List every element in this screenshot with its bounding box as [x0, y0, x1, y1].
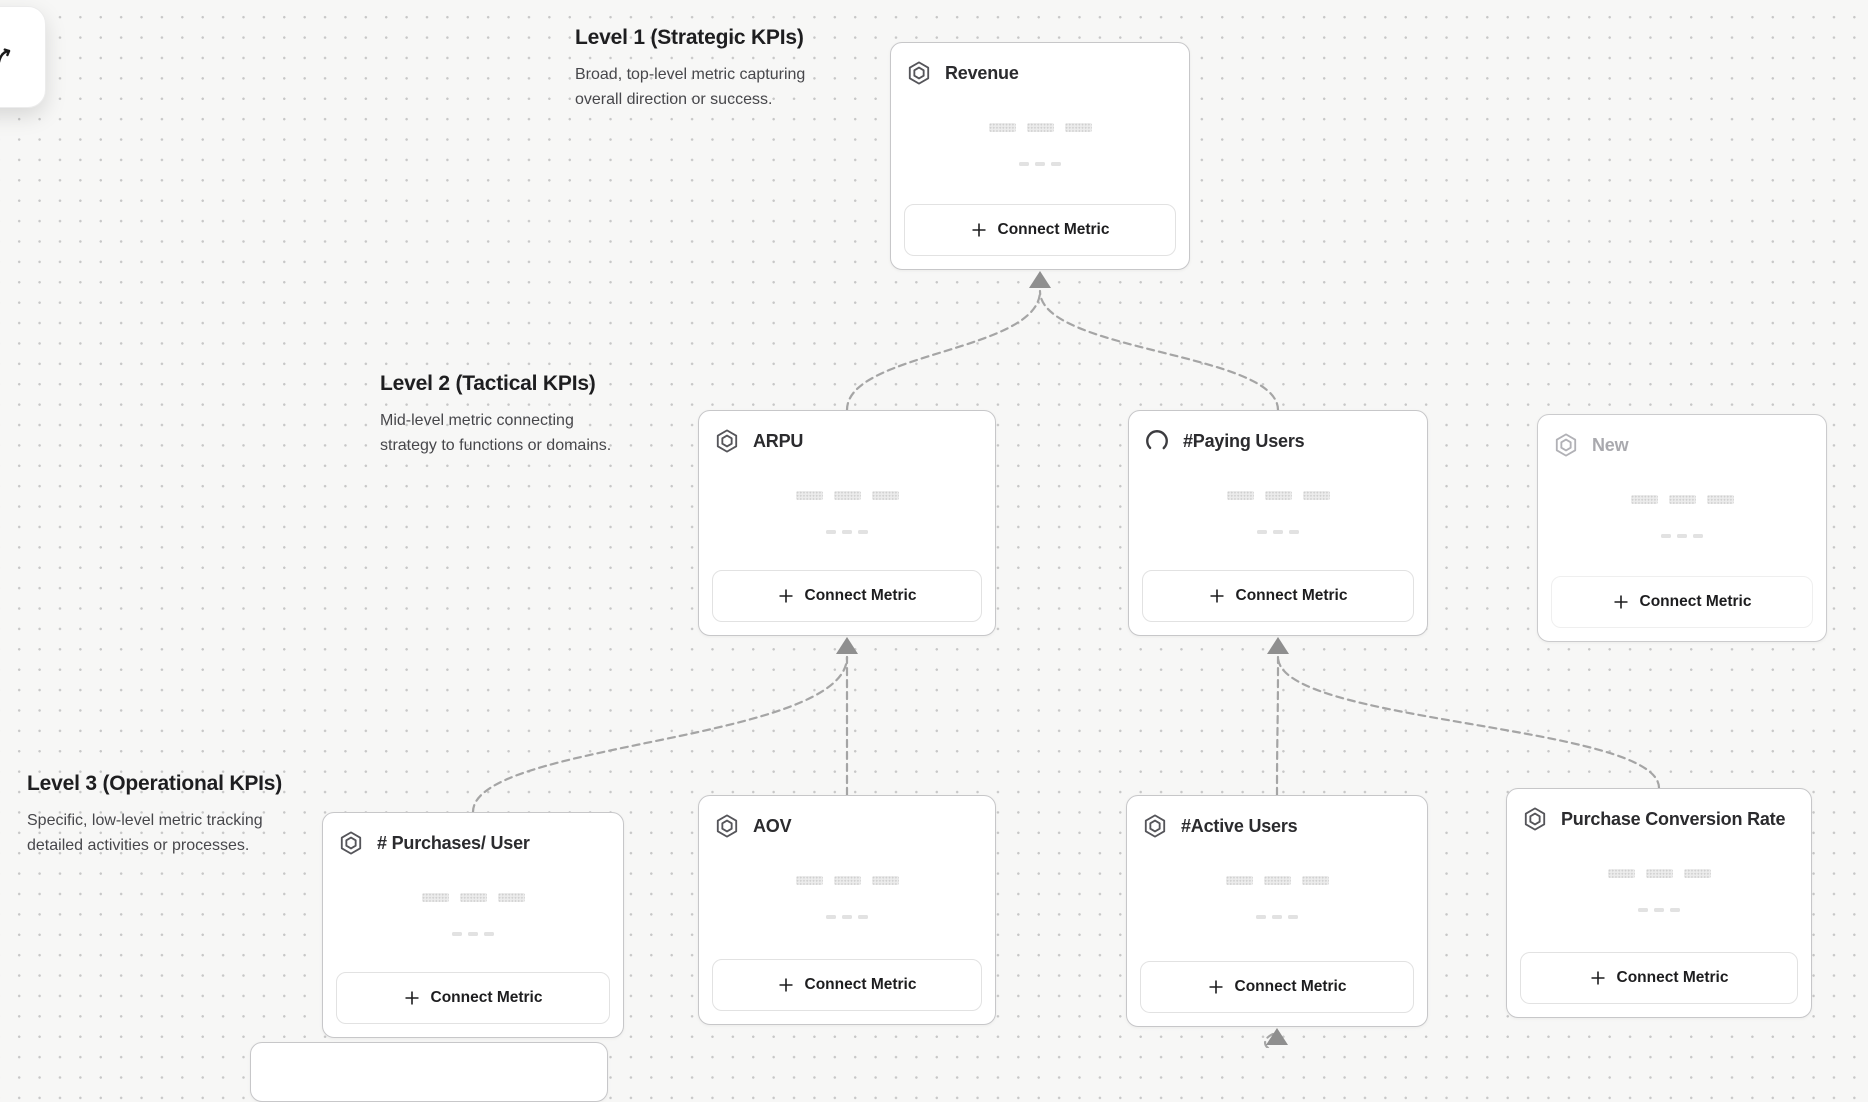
metric-card-active-users[interactable]: #Active Users Connect Metric	[1126, 795, 1428, 1027]
plus-icon	[1614, 595, 1628, 609]
plus-icon	[405, 991, 419, 1005]
hexagon-icon	[716, 814, 738, 838]
connect-metric-label: Connect Metric	[1616, 969, 1729, 986]
connect-metric-button[interactable]: Connect Metric	[904, 204, 1176, 256]
metric-card-aov[interactable]: AOV Connect Metric	[698, 795, 996, 1025]
hexagon-icon	[1555, 433, 1577, 457]
card-header: ARPU	[699, 411, 995, 454]
card-header: #Paying Users	[1129, 411, 1427, 454]
edge-active-users-paying-users	[1275, 655, 1280, 797]
connect-metric-button[interactable]: Connect Metric	[1142, 570, 1414, 622]
connect-metric-button[interactable]: Connect Metric	[1140, 961, 1414, 1013]
connect-metric-label: Connect Metric	[1235, 587, 1348, 604]
skeleton-bars	[699, 876, 995, 885]
card-header: # Purchases/ User	[323, 813, 623, 856]
skeleton-bars	[323, 893, 623, 902]
connect-metric-label: Connect Metric	[804, 587, 917, 604]
edge-purchase-conversion-rate-paying-users	[1276, 655, 1661, 790]
hexagon-icon	[340, 831, 362, 855]
skeleton-dashes	[1127, 915, 1427, 919]
skeleton-bars	[1507, 869, 1811, 878]
connect-metric-button[interactable]: Connect Metric	[712, 570, 982, 622]
metric-card-paying-users[interactable]: #Paying Users Connect Metric	[1128, 410, 1428, 636]
connect-metric-label: Connect Metric	[1639, 593, 1752, 610]
skeleton-dashes	[1129, 530, 1427, 534]
skeleton-bars	[699, 491, 995, 500]
level-2-annotation: Level 2 (Tactical KPIs) Mid-level metric…	[380, 372, 611, 459]
card-title: Purchase Conversion Rate	[1561, 808, 1786, 829]
skeleton-bars	[1538, 495, 1826, 504]
hexagon-icon	[716, 429, 738, 453]
hexagon-icon	[1144, 814, 1166, 838]
connect-metric-label: Connect Metric	[804, 976, 917, 993]
level-3-title: Level 3 (Operational KPIs)	[27, 772, 283, 795]
plus-icon	[1209, 980, 1223, 994]
level-1-description: Broad, top-level metric capturing overal…	[575, 66, 806, 108]
card-header: Revenue	[891, 43, 1189, 86]
level-1-annotation: Level 1 (Strategic KPIs) Broad, top-leve…	[575, 26, 805, 113]
metric-card-purchases-per-user[interactable]: # Purchases/ User Connect Metric	[322, 812, 624, 1038]
card-title: AOV	[753, 815, 792, 836]
card-title: ARPU	[753, 430, 804, 451]
connect-metric-button[interactable]: Connect Metric	[336, 972, 610, 1024]
card-header: New	[1538, 415, 1826, 458]
card-title: #Paying Users	[1183, 430, 1305, 451]
connect-metric-label: Connect Metric	[430, 989, 543, 1006]
skeleton-dashes	[891, 162, 1189, 166]
skeleton-bars	[1129, 491, 1427, 500]
plus-icon	[779, 978, 793, 992]
connect-metric-button[interactable]: Connect Metric	[1551, 576, 1813, 628]
card-title: #Active Users	[1181, 815, 1298, 836]
card-title: New	[1592, 434, 1629, 455]
metric-card-arpu[interactable]: ARPU Connect Metric	[698, 410, 996, 636]
level-3-description: Specific, low-level metric tracking deta…	[27, 812, 263, 854]
connect-metric-label: Connect Metric	[997, 221, 1110, 238]
plus-icon	[1591, 971, 1605, 985]
skeleton-dashes	[323, 932, 623, 936]
cursor-icon	[0, 48, 11, 63]
plus-icon	[972, 223, 986, 237]
plus-icon	[779, 589, 793, 603]
card-header: Purchase Conversion Rate	[1507, 789, 1811, 832]
card-title: # Purchases/ User	[377, 832, 530, 853]
spinner-icon	[1146, 430, 1168, 452]
connect-metric-button[interactable]: Connect Metric	[1520, 952, 1798, 1004]
toolbar-panel[interactable]	[0, 6, 46, 108]
card-header: #Active Users	[1127, 796, 1427, 839]
edge-paying-users-revenue	[1038, 289, 1280, 412]
level-3-annotation: Level 3 (Operational KPIs) Specific, low…	[27, 772, 282, 859]
skeleton-dashes	[1507, 908, 1811, 912]
skeleton-dashes	[1538, 534, 1826, 538]
skeleton-bars	[1127, 876, 1427, 885]
edge-arpu-revenue	[845, 289, 1042, 412]
level-1-title: Level 1 (Strategic KPIs)	[575, 26, 804, 49]
metric-card-partial-bottom[interactable]	[250, 1042, 608, 1102]
hexagon-icon	[1524, 807, 1546, 831]
metric-card-revenue[interactable]: Revenue Connect Metric	[890, 42, 1190, 270]
arrowhead-paying-users	[1267, 637, 1289, 654]
skeleton-bars	[891, 123, 1189, 132]
connect-metric-label: Connect Metric	[1234, 978, 1347, 995]
metric-card-new[interactable]: New Connect Metric	[1537, 414, 1827, 642]
connect-metric-button[interactable]: Connect Metric	[712, 959, 982, 1011]
skeleton-dashes	[699, 530, 995, 534]
edge-offscreen-active-users	[1264, 1032, 1275, 1048]
arrowhead-arpu	[836, 637, 858, 654]
metric-card-purchase-conversion-rate[interactable]: Purchase Conversion Rate Connect Metric	[1506, 788, 1812, 1018]
plus-icon	[1210, 589, 1224, 603]
card-header: AOV	[699, 796, 995, 839]
edge-purchases-per-user-arpu	[471, 655, 849, 814]
level-2-title: Level 2 (Tactical KPIs)	[380, 372, 596, 395]
level-2-description: Mid-level metric connecting strategy to …	[380, 412, 612, 454]
skeleton-dashes	[699, 915, 995, 919]
hexagon-icon	[908, 61, 930, 85]
arrowhead-revenue	[1029, 271, 1051, 288]
arrowhead-active-users	[1266, 1028, 1288, 1045]
card-title: Revenue	[945, 62, 1019, 83]
